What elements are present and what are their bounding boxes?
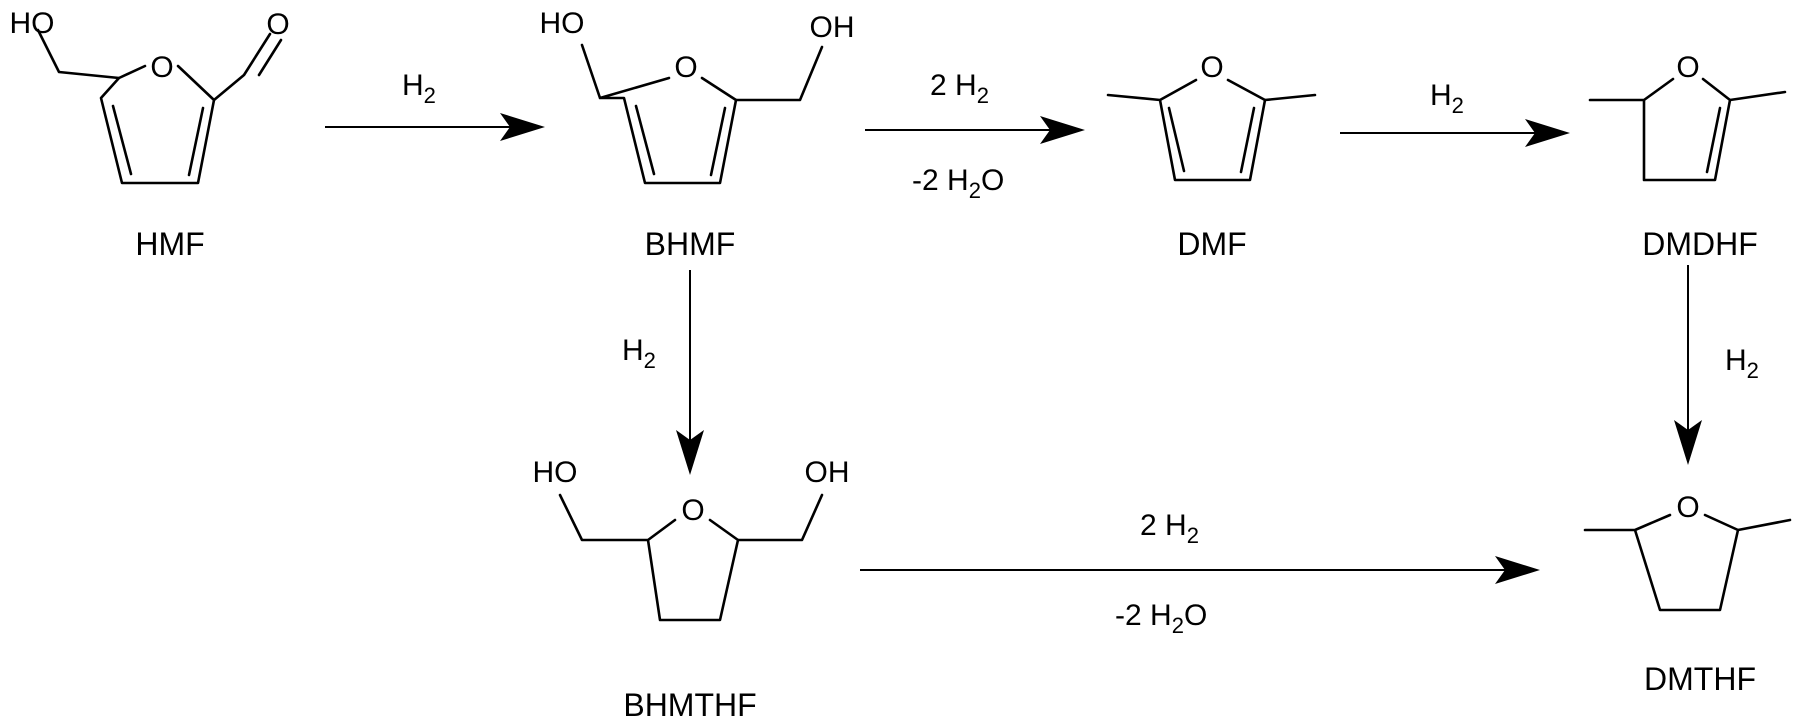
reagent-h2-step3: H2 — [1430, 79, 1464, 118]
arrow-bhmthf-to-dmthf — [860, 556, 1540, 584]
atom-oxygen-ring: O — [1676, 51, 1699, 84]
compound-label-hmf: HMF — [135, 226, 204, 262]
reagent-2h2-bottom: 2 H2 — [1140, 509, 1199, 548]
molecule-dmf: O — [1106, 51, 1317, 182]
arrow-dmf-to-dmdhf — [1340, 119, 1570, 147]
compound-label-bhmf: BHMF — [645, 226, 736, 262]
compound-label-bhmthf: BHMTHF — [623, 687, 756, 723]
atom-oxygen-ring: O — [1676, 491, 1699, 524]
reagent-h2-dmdhf-branch: H2 — [1725, 344, 1759, 383]
molecule-bhmf: HO O OH — [540, 7, 855, 185]
compound-label-dmthf: DMTHF — [1644, 661, 1756, 697]
atom-hydroxyl-left: HO — [533, 456, 578, 489]
arrow-bhmf-to-dmf — [865, 116, 1085, 144]
molecule-dmdhf: O — [1588, 51, 1787, 182]
byproduct-minus-2h2o-bottom: -2 H2O — [1115, 599, 1207, 638]
arrow-dmdhf-to-dmthf — [1674, 265, 1702, 465]
atom-oxygen-ring: O — [1200, 51, 1223, 84]
atom-hydroxyl-right: OH — [805, 456, 850, 489]
compound-label-dmf: DMF — [1177, 226, 1246, 262]
atom-oxygen-carbonyl: O — [266, 8, 289, 41]
reagent-h2-bhmf-branch: H2 — [622, 334, 656, 373]
molecule-bhmthf: HO O OH — [533, 456, 850, 622]
molecule-hmf: HO O O — [10, 7, 290, 185]
reagent-2h2-step2: 2 H2 — [930, 69, 989, 108]
reagent-h2-step1: H2 — [402, 69, 436, 108]
atom-oxygen-ring: O — [674, 51, 697, 84]
atom-hydroxyl-right: OH — [810, 11, 855, 44]
arrow-bhmf-to-bhmthf — [676, 270, 704, 475]
molecule-dmthf: O — [1583, 491, 1792, 612]
atom-oxygen-ring: O — [681, 494, 704, 527]
compound-label-dmdhf: DMDHF — [1642, 226, 1758, 262]
byproduct-minus-2h2o-step2: -2 H2O — [912, 164, 1004, 203]
atom-hydroxyl: HO — [10, 7, 55, 40]
arrow-hmf-to-bhmf — [325, 113, 545, 141]
atom-oxygen-ring: O — [150, 51, 173, 84]
atom-hydroxyl-left: HO — [540, 7, 585, 40]
